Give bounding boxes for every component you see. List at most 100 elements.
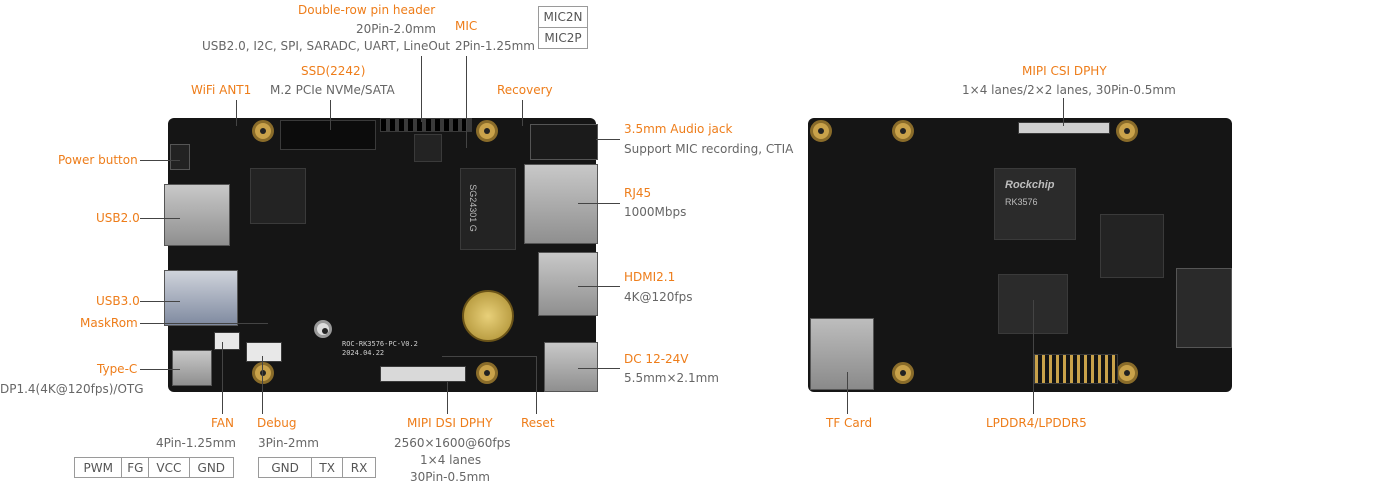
mounting-hole: [476, 120, 498, 142]
label-debug-spec: 3Pin-2mm: [258, 436, 319, 450]
leader-ssd: [330, 100, 331, 130]
emmc-chip: [1100, 214, 1164, 278]
label-tf: TF Card: [826, 416, 873, 430]
leader-debug: [262, 356, 263, 414]
label-ssd-spec: M.2 PCIe NVMe/SATA: [270, 83, 395, 97]
label-mipi-csi-title: MIPI CSI DPHY: [1022, 64, 1107, 78]
label-maskrom: MaskRom: [80, 316, 138, 330]
mic-pin-cell: MIC2N: [538, 6, 588, 28]
leader-mipi-dsi: [447, 382, 448, 414]
dsi-connector: [380, 366, 466, 382]
mounting-hole: [892, 120, 914, 142]
leader-rj45: [578, 203, 620, 204]
label-lpddr: LPDDR4/LPDDR5: [986, 416, 1087, 430]
mounting-hole: [892, 362, 914, 384]
label-mipi-dsi-line2: 1×4 lanes: [420, 453, 482, 467]
debug-connector: [246, 342, 282, 362]
chip-sg24301: SG24301 G: [460, 168, 516, 250]
debug-pin-cell: GND: [257, 457, 313, 478]
label-typec-spec: DP1.4(4K@120fps)/OTG: [0, 382, 144, 396]
power-chip: [414, 134, 442, 162]
board-bottom-view: Rockchip RK3576: [808, 118, 1232, 392]
label-usb3: USB3.0: [96, 294, 140, 308]
label-mipi-dsi-title: MIPI DSI DPHY: [407, 416, 493, 430]
leader-recovery: [522, 100, 523, 126]
leader-wifi: [236, 100, 237, 126]
mounting-hole: [314, 320, 332, 338]
label-rj45-title: RJ45: [624, 186, 652, 200]
leader-mipi-csi: [1063, 98, 1064, 126]
pin-array: [1034, 354, 1118, 384]
leader-tf: [847, 372, 848, 414]
mic-pin-table: MIC2N MIC2P: [538, 6, 588, 49]
board-model-text: ROC-RK3576-PC-V0.2: [342, 340, 418, 348]
usb2-port: [164, 184, 230, 246]
mounting-hole: [476, 362, 498, 384]
fan-pin-cell: FG: [121, 457, 150, 478]
power-button-part: [170, 144, 190, 170]
wifi-module-chip: [250, 168, 306, 224]
leader-power-button: [140, 160, 180, 161]
fan-pin-table: PWM FG VCC GND: [73, 457, 235, 478]
label-mic-title: MIC: [455, 19, 478, 33]
csi-connector: [1018, 122, 1110, 134]
label-typec-title: Type-C: [97, 362, 138, 376]
label-dc-spec: 5.5mm×2.1mm: [624, 371, 719, 385]
label-mipi-dsi-line3: 30Pin-0.5mm: [410, 470, 490, 484]
hdmi-port: [538, 252, 598, 316]
dc-jack: [544, 342, 598, 392]
fan-pin-cell: PWM: [73, 457, 123, 478]
label-double-row-title: Double-row pin header: [298, 3, 436, 17]
audio-jack-part: [530, 124, 598, 160]
label-hdmi-title: HDMI2.1: [624, 270, 676, 284]
label-power-button: Power button: [58, 153, 138, 167]
label-ssd-title: SSD(2242): [301, 64, 366, 78]
debug-pin-cell: RX: [342, 457, 376, 478]
leader-dc: [578, 368, 620, 369]
label-mic-spec: 2Pin-1.25mm: [455, 39, 535, 53]
leader-reset: [536, 356, 537, 414]
label-dc-title: DC 12-24V: [624, 352, 689, 366]
mounting-hole: [1116, 362, 1138, 384]
mounting-hole: [1116, 120, 1138, 142]
board-top-view: SG24301 G ROC-RK3576-PC-V0.2 2024.04.22: [164, 118, 598, 392]
label-reset: Reset: [521, 416, 555, 430]
side-port: [1176, 268, 1232, 348]
leader-maskrom: [140, 323, 268, 324]
chip-sg24301-label: SG24301 G: [467, 184, 478, 232]
soc-brand-text: Rockchip: [1005, 179, 1055, 191]
leader-usb2: [140, 218, 180, 219]
mic-pin-cell: MIC2P: [538, 27, 588, 49]
label-audio-title: 3.5mm Audio jack: [624, 122, 733, 136]
tf-card-slot: [810, 318, 874, 390]
typec-port: [172, 350, 212, 386]
leader-usb3: [140, 301, 180, 302]
mounting-hole: [810, 120, 832, 142]
leader-fan: [222, 342, 223, 414]
leader-typec: [140, 369, 180, 370]
pin-header: [380, 118, 472, 132]
fan-pin-cell: GND: [188, 457, 235, 478]
label-hdmi-spec: 4K@120fps: [624, 290, 693, 304]
label-debug-title: Debug: [257, 416, 297, 430]
label-double-row-line2: USB2.0, I2C, SPI, SARADC, UART, LineOut: [202, 39, 451, 53]
debug-pin-cell: TX: [311, 457, 344, 478]
mounting-hole: [252, 120, 274, 142]
soc-model-text: RK3576: [1005, 197, 1038, 207]
fan-pin-cell: VCC: [148, 457, 190, 478]
leader-mic: [466, 56, 467, 148]
rtc-battery: [462, 290, 514, 342]
label-wifi: WiFi ANT1: [191, 83, 252, 97]
label-double-row-line1: 20Pin-2.0mm: [356, 22, 436, 36]
label-usb2: USB2.0: [96, 211, 140, 225]
leader-double-row: [421, 56, 422, 122]
label-mipi-dsi-line1: 2560×1600@60fps: [394, 436, 511, 450]
label-audio-spec: Support MIC recording, CTIA: [624, 142, 794, 156]
fan-connector: [214, 332, 240, 350]
usb3-port: [164, 270, 238, 326]
soc-chip: Rockchip RK3576: [994, 168, 1076, 240]
leader-audio: [596, 139, 620, 140]
leader-lpddr: [1033, 300, 1034, 414]
leader-hdmi: [578, 286, 620, 287]
label-mipi-csi-spec: 1×4 lanes/2×2 lanes, 30Pin-0.5mm: [962, 83, 1176, 97]
